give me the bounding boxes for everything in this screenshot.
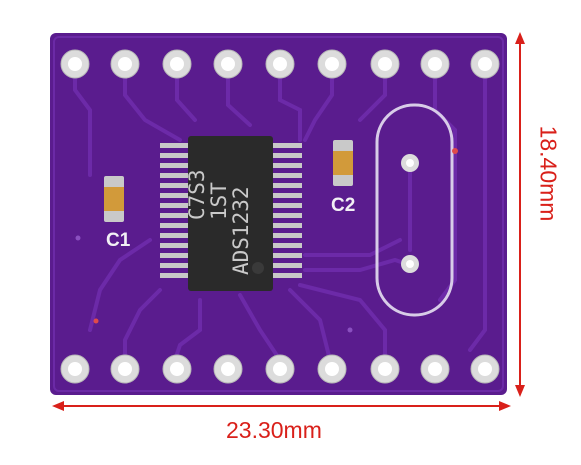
chip-marking-line1: ADS1232 xyxy=(229,186,253,275)
capacitor-c1 xyxy=(104,176,124,222)
capacitor-c2 xyxy=(333,140,353,186)
bottom-pin-row xyxy=(60,354,500,384)
width-dimension-line xyxy=(52,401,511,411)
silkscreen-c2: C2 xyxy=(331,195,355,216)
height-dimension-label: 18.40mm xyxy=(535,125,562,222)
height-dimension-line xyxy=(515,32,525,397)
silkscreen-c1: C1 xyxy=(106,230,131,251)
chip-marking-line3: C7S3 xyxy=(185,169,209,220)
adc-chip xyxy=(188,136,273,291)
slot-outline xyxy=(375,103,454,317)
chip-leads xyxy=(160,143,302,278)
top-pin-row xyxy=(60,49,500,79)
chip-marking-line2: 1ST xyxy=(207,182,231,220)
width-dimension-label: 23.30mm xyxy=(226,417,322,443)
